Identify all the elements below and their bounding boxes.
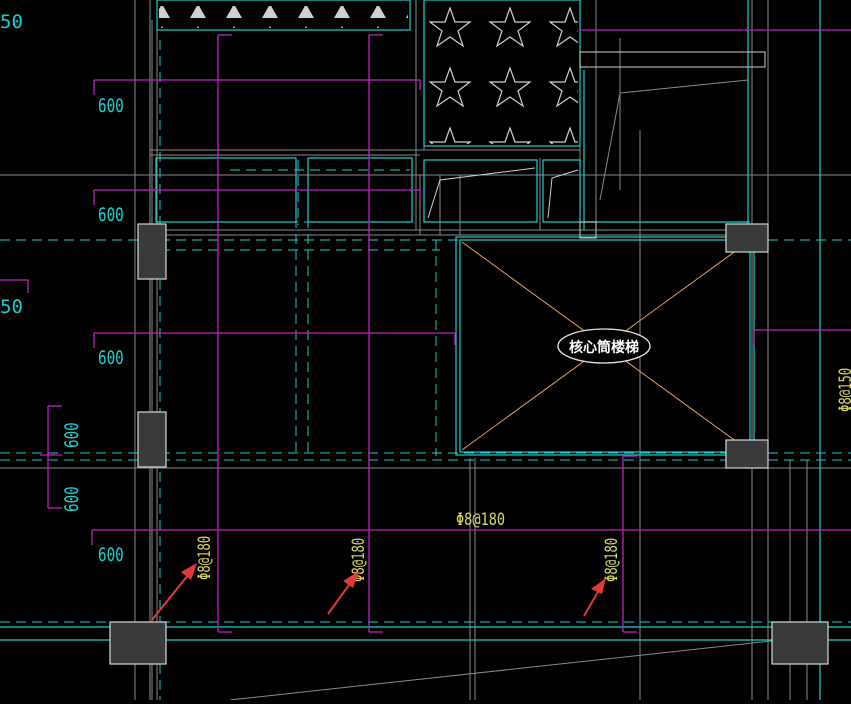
rebar-label[interactable]: Φ8@150: [836, 368, 851, 412]
dimension-text: 50: [0, 11, 23, 33]
arrow-icon: [583, 578, 606, 617]
column-icon[interactable]: [137, 411, 167, 468]
stair-label: 核心筒楼梯: [569, 339, 639, 356]
dimension-text: 600: [98, 346, 124, 369]
stair-label-bubble[interactable]: [557, 328, 651, 364]
stair-flight-lines: [427, 51, 766, 239]
rebar-label[interactable]: Φ8@180: [456, 510, 505, 530]
column-icon[interactable]: [137, 223, 167, 280]
column-icon[interactable]: [725, 439, 769, 469]
triangle-hatch: [159, 6, 408, 28]
arrow-icon: [151, 563, 197, 621]
rebar-annotations: Φ8@180 Φ8@180 Φ8@180 Φ8@180 Φ8@150: [195, 368, 851, 582]
dimension-text: 600: [98, 543, 124, 566]
column-icon[interactable]: [771, 621, 829, 665]
beam-dashed-lines: [0, 40, 851, 700]
rebar-lines: [0, 29, 851, 633]
dimension-text: 600: [98, 203, 124, 226]
dimension-text: 600: [98, 94, 124, 117]
dimension-texts: 50 600 600 50 600 600 600 600: [0, 11, 124, 566]
rebar-label[interactable]: Φ8@180: [349, 538, 369, 582]
dimension-text: 600: [60, 486, 83, 512]
arrows: [151, 563, 606, 621]
columns: [109, 223, 829, 665]
rebar-label[interactable]: Φ8@180: [195, 536, 215, 580]
dimension-text: 50: [0, 296, 23, 318]
rebar-label[interactable]: Φ8@180: [602, 538, 622, 582]
arrow-icon: [327, 571, 359, 615]
star-hatch-icon: [426, 2, 578, 144]
dimension-text: 600: [60, 422, 83, 448]
column-icon[interactable]: [109, 621, 167, 665]
column-icon[interactable]: [725, 223, 769, 253]
